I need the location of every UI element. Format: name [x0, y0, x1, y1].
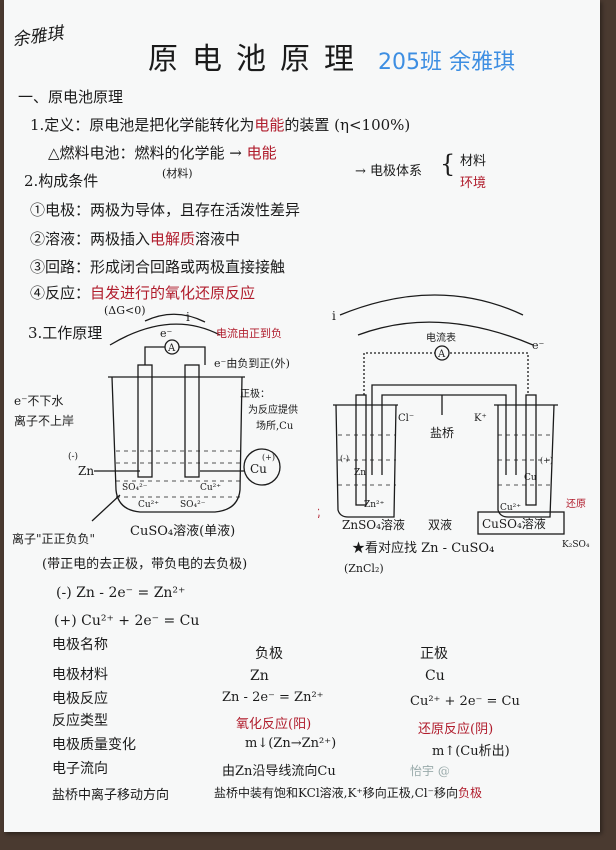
page-title: 原电池原理: [148, 42, 368, 77]
positive-cell: Cu²⁺ + 2e⁻ = Cu: [410, 694, 520, 709]
definition-line: 1.定义：原电池是把化学能转化为电能的装置 (η<100%): [30, 116, 411, 134]
negative-cell: 氧化反应(阳): [236, 717, 312, 732]
right-solution-label: CuSO₄溶液: [482, 516, 546, 531]
negative-equation: (-) Zn - 2e⁻ = Zn²⁺: [56, 585, 186, 601]
cu-electrode: [525, 394, 537, 506]
side-note: 离子不上岸: [14, 413, 74, 428]
condition-3: ③回路：形成闭合回路或两极直接接触: [30, 258, 286, 276]
electrode-system-note: → 电极体系: [355, 164, 423, 179]
ammeter-label: A: [167, 343, 176, 354]
zncl2-note: (ZnCl₂): [344, 562, 384, 575]
k2so4-label: K₂SO₄: [562, 540, 590, 550]
fuel-cell-line: △燃料电池：燃料的化学能 → 电能: [48, 144, 277, 162]
system-item-material: 材料: [460, 154, 487, 169]
zn-electrode: [137, 364, 153, 478]
row-label: 电极质量变化: [52, 737, 136, 753]
condition-4: ④反应：自发进行的氧化还原反应: [30, 284, 256, 302]
material-note: (材料): [162, 167, 193, 180]
cathode-label: Cu: [250, 462, 267, 476]
current-direction-note: 电流由正到负: [216, 326, 282, 340]
cathode-ion: Cu²⁺: [500, 503, 521, 513]
cl-ion-label: Cl⁻: [398, 413, 414, 424]
negative-cell: m↓(Zn→Zn²⁺): [245, 736, 337, 751]
reduction-label: 还原: [566, 498, 586, 510]
beaker: [108, 376, 245, 513]
salt-bridge-cell-diagram: i e⁻ 电流表 A Cl⁻ K⁺ 盐桥 (-) Zn Zn²⁺ (+) Cu …: [318, 294, 590, 550]
right-solution-box: [477, 511, 565, 535]
ion-label: Cu²⁺: [200, 483, 221, 493]
positive-equation: (+) Cu²⁺ + 2e⁻ = Cu: [54, 613, 200, 629]
positive-cell: 正极: [420, 646, 448, 662]
brace: {: [440, 150, 456, 178]
row-label: 电极名称: [52, 637, 108, 653]
section1-heading: 一、原电池原理: [18, 88, 124, 106]
anode-ion: Zn²⁺: [364, 500, 385, 510]
matching-tip: ★看对应找 Zn - CuSO₄: [352, 541, 495, 556]
notebook-page: [4, 0, 600, 832]
system-item-environment: 环境: [460, 176, 487, 191]
ion-label: Cu²⁺: [138, 500, 159, 510]
cathode-note: 为反应提供: [248, 403, 298, 416]
salt-bridge-cell: 盐桥中装有饱和KCl溶液,K⁺移向正极,Cl⁻移向负极: [214, 786, 482, 800]
condition-1: ①电极：两极为导体，且存在活泼性差异: [30, 201, 301, 219]
row-label: 电极材料: [52, 667, 108, 683]
ion-rule-detail: (带正电的去正极，带负电的去负极): [42, 557, 248, 572]
salt-bridge-label: 盐桥: [430, 426, 454, 440]
negative-cell: 负极: [255, 646, 283, 662]
ammeter-caption: 电流表: [426, 331, 456, 344]
ion-label: SO₄²⁻: [122, 483, 148, 493]
watermark: 怡宇 @: [410, 764, 450, 778]
positive-cell: Cu: [425, 668, 445, 684]
double-liquid-label: 双液: [428, 517, 452, 532]
cathode-note: 场所,Cu: [256, 419, 294, 432]
anode-sign: (-): [340, 454, 349, 463]
cu-electrode: [184, 364, 200, 478]
oxidation-label: 氧化: [318, 506, 320, 520]
electron-label: e⁻: [160, 327, 173, 340]
zn-electrode: [355, 394, 367, 506]
electron-arrow: [144, 313, 206, 323]
solution-levels: [338, 434, 554, 486]
row-label: 电子流向: [52, 761, 108, 777]
class-name-stamp: 205班 余雅琪: [378, 50, 515, 75]
row-label: 反应类型: [52, 713, 108, 729]
current-label: i: [186, 310, 190, 324]
electron-arrow: [357, 321, 534, 346]
positive-cell: 还原反应(阴): [418, 722, 494, 737]
ammeter-icon: [164, 339, 180, 355]
row-label: 盐桥中离子移动方向: [52, 788, 170, 803]
negative-cell: 由Zn沿导线流向Cu: [222, 764, 336, 779]
anode-label: Zn: [78, 464, 94, 478]
condition-2: ②溶液：两极插入电解质溶液中: [30, 230, 241, 248]
ion-label: SO₄²⁻: [180, 500, 206, 510]
ion-rule: 离子"正正负负": [12, 531, 95, 546]
current-arrow: [339, 294, 524, 316]
ammeter-label: A: [437, 349, 446, 360]
cu-circle: [243, 448, 281, 486]
cathode-sign: (+): [262, 453, 275, 462]
negative-cell: Zn - 2e⁻ = Zn²⁺: [222, 690, 324, 705]
cathode-note: 正极：: [240, 387, 270, 400]
electron-direction-note: e⁻由负到正(外): [214, 356, 290, 370]
ammeter-icon: [434, 345, 450, 361]
negative-cell: Zn: [250, 668, 269, 684]
positive-cell: m↑(Cu析出): [432, 744, 510, 759]
section2-heading: 2.构成条件: [24, 172, 99, 190]
cathode-sign: (+): [540, 456, 553, 465]
current-arrow: [109, 323, 221, 346]
current-label: i: [332, 309, 336, 323]
delta-g-note: (ΔG<0): [104, 304, 146, 317]
cathode-label: Cu: [524, 473, 537, 483]
section3-heading: 3.工作原理: [28, 324, 103, 342]
electron-label: e⁻: [532, 339, 545, 352]
solution-label: CuSO₄溶液(单液): [130, 524, 235, 539]
row-label: 电极反应: [52, 691, 108, 707]
side-note: e⁻不下水: [14, 394, 63, 408]
left-solution-label: ZnSO₄溶液: [342, 517, 405, 532]
single-liquid-cell-diagram: i e⁻ 电流由正到负 e⁻由负到正(外) A (-) Zn SO₄²⁻ Cu²…: [12, 310, 298, 546]
anode-sign: (-): [68, 451, 78, 462]
anode-label: Zn: [354, 468, 366, 478]
k-ion-label: K⁺: [474, 413, 487, 424]
